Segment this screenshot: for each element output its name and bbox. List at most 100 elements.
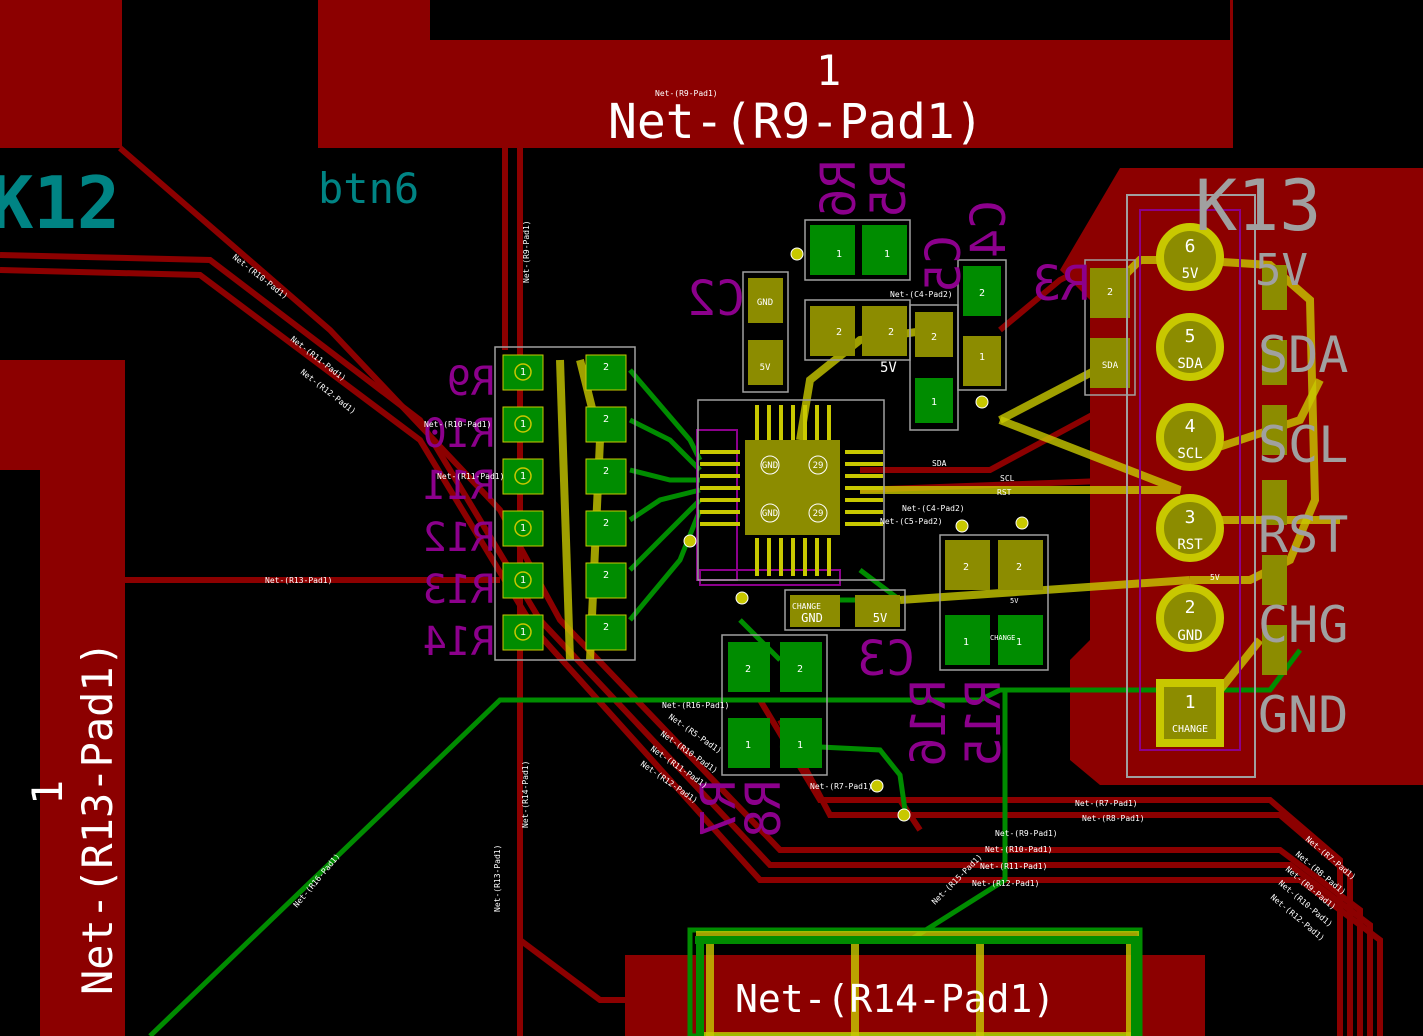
r3-sda: SDA xyxy=(1102,361,1119,371)
c4-pad1: 1 xyxy=(931,397,937,408)
c5-pad1: 1 xyxy=(979,352,985,363)
r11-pad2-label: 2 xyxy=(603,466,609,477)
net-r13-vert: Net-(R13-Pad1) xyxy=(493,845,502,912)
smd-top: GND 5V 1 1 2 2 5V 2 1 2 1 2 SDA xyxy=(742,219,1136,431)
c2-pad-gnd: GND xyxy=(757,298,773,308)
net-r14-vert: Net-(R14-Pad1) xyxy=(521,761,530,828)
ref-r5: R5 xyxy=(861,160,917,218)
label-5v-r5: 5V xyxy=(880,360,897,376)
net-r9-bottom: Net-(R9-Pad1) xyxy=(995,829,1058,838)
ic-29-2: 29 xyxy=(813,509,824,519)
r10-pad2-label: 2 xyxy=(603,414,609,425)
ref-r11: R11 xyxy=(423,463,495,509)
ic-29-1: 29 xyxy=(813,461,824,471)
net-r7-mid: Net-(R7-Pad1) xyxy=(810,782,873,791)
r13-pad1-label: 1 xyxy=(520,575,526,586)
ic-gnd-1: GND xyxy=(762,461,778,471)
k13-pin5-num: 5 xyxy=(1185,326,1196,347)
r13-net-label: Net-(R13-Pad1) xyxy=(73,641,122,995)
ref-k12: K12 xyxy=(0,161,120,245)
ref-r14: R14 xyxy=(423,619,495,665)
ref-r12: R12 xyxy=(423,515,495,561)
net-r10-left: Net-(R10-Pad1) xyxy=(424,420,491,429)
back-traces xyxy=(148,368,1302,1036)
net-c4-ic: Net-(C4-Pad2) xyxy=(902,504,965,513)
r10-pad1-label: 1 xyxy=(520,419,526,430)
board-labels: K12 btn6 1 Net-(R9-Pad1) Net-(R14-Pad1) … xyxy=(0,46,1055,1021)
ref-c3: C3 xyxy=(857,631,915,687)
c3-5v: 5V xyxy=(873,611,887,625)
r5-pad1: 1 xyxy=(884,249,890,260)
ref-r6: R6 xyxy=(811,160,867,218)
r16-pad2: 2 xyxy=(963,562,969,573)
r5-pad2: 2 xyxy=(888,327,894,338)
connector-k13: 6 5 4 3 2 1 5V SDA SCL RST GND CHANGE SD… xyxy=(1126,165,1348,778)
net-c4: Net-(C4-Pad2) xyxy=(890,290,953,299)
net-r10-diag: Net-(R10-Pad1) xyxy=(231,252,290,301)
ref-r10: R10 xyxy=(423,411,495,457)
k13-pin5-name: SDA xyxy=(1177,356,1203,372)
net-r11-left: Net-(R11-Pad1) xyxy=(437,472,504,481)
k13-pin4-num: 4 xyxy=(1185,416,1196,437)
front-traces xyxy=(0,145,1383,1036)
r9-pad1-label: 1 xyxy=(520,367,526,378)
net-r11-bottom: Net-(R11-Pad1) xyxy=(980,862,1047,871)
back-zone xyxy=(695,936,1140,1036)
k13-pin4-name: SCL xyxy=(1177,446,1202,462)
r3-pad2: 2 xyxy=(1107,287,1113,298)
r6-pad1: 1 xyxy=(836,249,842,260)
k13-pin3-num: 3 xyxy=(1185,507,1196,528)
r8-pad2: 2 xyxy=(797,664,803,675)
ref-r15: R15 xyxy=(956,680,1012,767)
net-r9-vert: Net-(R9-Pad1) xyxy=(522,220,531,283)
ic-gnd-2: GND xyxy=(762,509,778,519)
net-sda-label: SDA xyxy=(932,459,947,468)
k13-pin1-num: 1 xyxy=(1185,692,1196,713)
net-r7-right: Net-(R7-Pad1) xyxy=(1075,799,1138,808)
resistor-array-left: 1 2 1 2 1 2 1 2 1 2 1 2 xyxy=(494,346,636,661)
ref-r8: R8 xyxy=(736,780,792,838)
net-r16-mid: Net-(R16-Pad1) xyxy=(662,701,729,710)
net-r8-right: Net-(R8-Pad1) xyxy=(1082,814,1145,823)
ref-r7: R7 xyxy=(691,780,747,838)
net-c5-ic: Net-(C5-Pad2) xyxy=(880,517,943,526)
ref-r9: R9 xyxy=(447,359,495,405)
ref-c5: C5 xyxy=(916,235,972,293)
label-change-r15: CHANGE xyxy=(990,634,1015,642)
central-ic: GND 29 GND 29 xyxy=(697,399,885,581)
ref-r13: R13 xyxy=(423,567,495,613)
net-r12-bottom: Net-(R12-Pad1) xyxy=(972,879,1039,888)
side-label-sda: SDA xyxy=(1258,326,1348,384)
side-label-scl: SCL xyxy=(1258,416,1348,474)
k13-pin2-num: 2 xyxy=(1185,597,1196,618)
k13-pin6-num: 6 xyxy=(1185,236,1196,257)
r14-pad2-label: 2 xyxy=(603,622,609,633)
ref-c2: C2 xyxy=(687,271,745,327)
r7-pad1: 1 xyxy=(745,740,751,751)
net-r13-left: Net-(R13-Pad1) xyxy=(265,576,332,585)
k13-pin6-name: 5V xyxy=(1182,266,1199,282)
ref-r16: R16 xyxy=(901,680,957,767)
net-r16-diag: Net-(R16-Pad1) xyxy=(292,852,342,909)
net-r10-bottom: Net-(R10-Pad1) xyxy=(985,845,1052,854)
r15-pad2: 2 xyxy=(1016,562,1022,573)
c3-gnd: GND xyxy=(801,611,823,625)
back-refs-misc: R6 R5 C4 C5 R3 C2 C3 R7 R8 R16 R15 xyxy=(687,160,1090,838)
c5-pad2: 2 xyxy=(979,288,985,299)
ref-r3: R3 xyxy=(1032,256,1090,312)
r11-pad1-label: 1 xyxy=(520,471,526,482)
net-r9-top: Net-(R9-Pad1) xyxy=(655,89,718,98)
net-change-label: CHANGE xyxy=(792,602,821,611)
side-label-rst: RST xyxy=(1258,506,1348,564)
net-r5-diag: Net-(R5-Pad1) xyxy=(667,712,723,755)
net-5v-label: 5V xyxy=(1210,573,1220,582)
r12-pad2-label: 2 xyxy=(603,518,609,529)
c4-pad2: 2 xyxy=(931,332,937,343)
r13-pad2-label: 2 xyxy=(603,570,609,581)
r13-pad-number: 1 xyxy=(23,780,72,805)
r14-net-label: Net-(R14-Pad1) xyxy=(735,977,1055,1021)
r7-pad2: 2 xyxy=(745,664,751,675)
ref-btn6: btn6 xyxy=(318,164,419,213)
